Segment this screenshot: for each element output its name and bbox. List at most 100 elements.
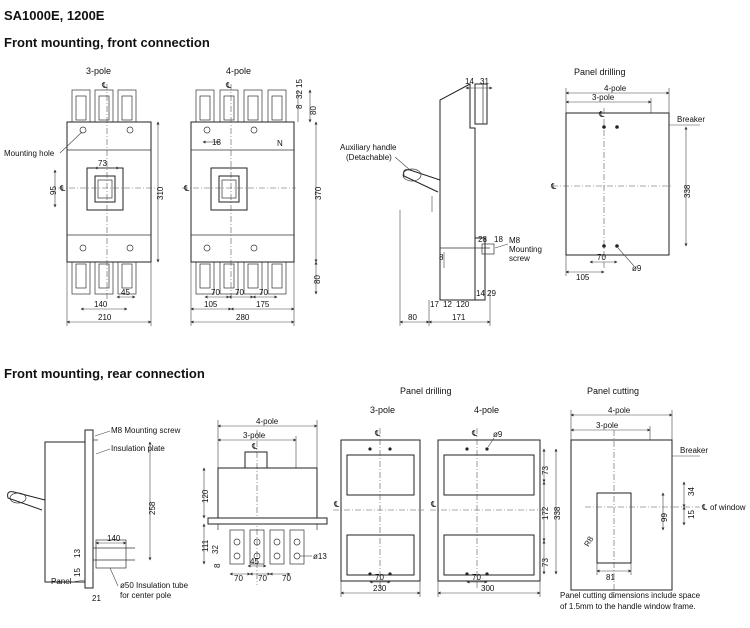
svg-text:12: 12: [443, 300, 452, 309]
svg-text:screw: screw: [509, 254, 530, 263]
svg-text:℄: ℄: [225, 81, 232, 90]
svg-text:73: 73: [541, 466, 550, 475]
rear-side-view: M8 Mounting screw Insulation plate 258 1…: [7, 426, 189, 603]
svg-text:80: 80: [408, 313, 417, 322]
svg-text:Insulation plate: Insulation plate: [111, 444, 165, 453]
label-mounting-hole: Mounting hole: [4, 149, 55, 158]
svg-text:370: 370: [314, 186, 323, 200]
svg-text:℄: ℄: [598, 110, 605, 119]
svg-text:70: 70: [234, 574, 243, 583]
svg-text:73: 73: [98, 159, 107, 168]
svg-text:80: 80: [309, 106, 318, 115]
svg-text:70: 70: [472, 573, 481, 582]
svg-text:R8: R8: [582, 534, 595, 548]
svg-text:175: 175: [256, 300, 270, 309]
svg-text:45: 45: [250, 557, 259, 566]
svg-text:34: 34: [687, 487, 696, 496]
svg-text:for center pole: for center pole: [120, 591, 172, 600]
svg-text:70: 70: [259, 288, 268, 297]
svg-text:℄: ℄: [430, 500, 437, 509]
svg-text:8: 8: [439, 253, 444, 262]
svg-text:70: 70: [211, 288, 220, 297]
svg-text:℄: ℄: [333, 500, 340, 509]
svg-text:99: 99: [660, 513, 669, 522]
svg-text:105: 105: [576, 273, 590, 282]
svg-text:280: 280: [236, 313, 250, 322]
svg-text:14: 14: [465, 77, 474, 86]
rear-panel-cutting: Panel cutting 4-pole 3-pole Breaker ℄ of…: [560, 386, 746, 611]
front-4pole-view: 4-pole ℄ ℄ N 13 8 32 15 80 370 80 70: [182, 66, 323, 326]
svg-text:℄: ℄: [701, 503, 708, 512]
svg-text:17: 17: [430, 300, 439, 309]
svg-text:4-pole: 4-pole: [608, 406, 631, 415]
svg-text:ø9: ø9: [632, 264, 642, 273]
svg-text:338: 338: [553, 506, 562, 520]
svg-text:of window: of window: [710, 503, 746, 512]
label-aux-handle-detachable: (Detachable): [346, 153, 392, 162]
front-3pole-view: 3-pole ℄ ℄ Mounting hole 73 95 310 140 4: [4, 66, 165, 326]
svg-text:258: 258: [148, 501, 157, 515]
svg-text:℄: ℄: [101, 81, 108, 90]
svg-text:ø13: ø13: [313, 552, 327, 561]
svg-text:℄: ℄: [471, 429, 478, 438]
svg-text:80: 80: [313, 275, 322, 284]
front-side-view: Auxiliary handle (Detachable) M8 Mountin…: [340, 77, 542, 326]
svg-text:18: 18: [494, 235, 503, 244]
rear-panel-drilling: Panel drilling 3-pole 4-pole ℄ ℄ 70 230 …: [333, 386, 562, 597]
label-4pole: 4-pole: [226, 66, 251, 76]
svg-text:℄: ℄: [251, 442, 258, 451]
svg-text:70: 70: [597, 253, 606, 262]
svg-text:3-pole: 3-pole: [596, 421, 619, 430]
svg-text:230: 230: [373, 584, 387, 593]
svg-text:73: 73: [541, 558, 550, 567]
label-neutral: N: [277, 139, 283, 148]
svg-text:95: 95: [49, 186, 58, 195]
svg-text:105: 105: [204, 300, 218, 309]
svg-text:70: 70: [235, 288, 244, 297]
svg-text:15: 15: [73, 568, 82, 577]
svg-text:Breaker: Breaker: [677, 115, 705, 124]
svg-text:M8 Mounting screw: M8 Mounting screw: [111, 426, 181, 435]
svg-text:81: 81: [606, 573, 615, 582]
section-title-rear-connection: Front mounting, rear connection: [4, 366, 205, 381]
svg-text:Panel: Panel: [51, 577, 72, 586]
label-panel-drilling-1: Panel drilling: [574, 67, 626, 77]
model-title: SA1000E, 1200E: [4, 8, 105, 23]
svg-text:4-pole: 4-pole: [474, 405, 499, 415]
section-title-front-connection: Front mounting, front connection: [4, 35, 210, 50]
svg-text:140: 140: [94, 300, 108, 309]
svg-text:4-pole: 4-pole: [256, 417, 279, 426]
svg-text:171: 171: [452, 313, 466, 322]
front-panel-drilling: Panel drilling 4-pole 3-pole Breaker ℄ ℄…: [550, 67, 705, 282]
svg-text:13: 13: [73, 549, 82, 558]
svg-text:15: 15: [295, 79, 304, 88]
svg-text:ø9: ø9: [493, 430, 503, 439]
svg-text:70: 70: [282, 574, 291, 583]
svg-text:℄: ℄: [374, 429, 381, 438]
svg-text:210: 210: [98, 313, 112, 322]
svg-text:120: 120: [456, 300, 470, 309]
svg-text:29: 29: [487, 289, 496, 298]
svg-text:45: 45: [121, 288, 130, 297]
svg-text:14: 14: [476, 289, 485, 298]
svg-text:Mounting: Mounting: [509, 245, 542, 254]
svg-text:310: 310: [156, 186, 165, 200]
label-aux-handle: Auxiliary handle: [340, 143, 397, 152]
label-panel-drilling-2: Panel drilling: [400, 386, 452, 396]
svg-text:15: 15: [687, 510, 696, 519]
svg-text:ø50 Insulation tube: ø50 Insulation tube: [120, 581, 189, 590]
svg-text:111: 111: [201, 539, 210, 552]
svg-text:70: 70: [258, 574, 267, 583]
svg-text:℄: ℄: [550, 182, 557, 191]
svg-text:3-pole: 3-pole: [592, 93, 615, 102]
svg-text:3-pole: 3-pole: [370, 405, 395, 415]
svg-text:31: 31: [480, 77, 489, 86]
svg-text:8: 8: [213, 563, 222, 568]
svg-text:℄: ℄: [59, 184, 66, 193]
svg-text:172: 172: [541, 506, 550, 520]
svg-text:21: 21: [92, 594, 101, 603]
svg-text:M8: M8: [509, 236, 521, 245]
svg-text:70: 70: [375, 573, 384, 582]
rear-front-view: 4-pole 3-pole ℄ 120 111 32 8 45 70 70 70…: [201, 417, 328, 585]
svg-text:28: 28: [478, 235, 487, 244]
